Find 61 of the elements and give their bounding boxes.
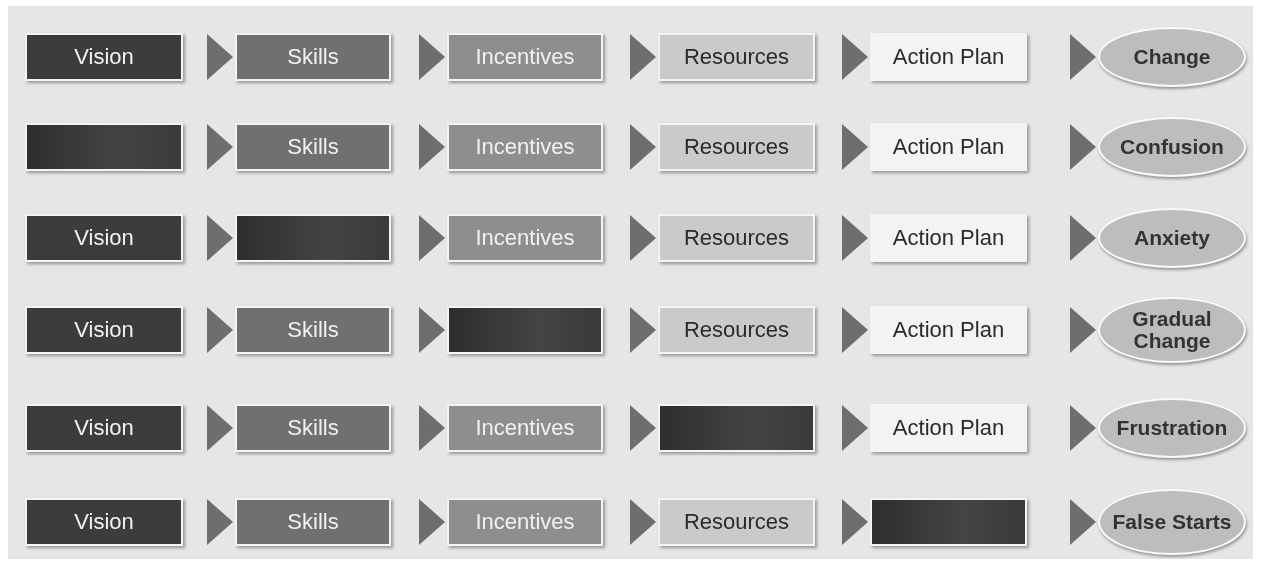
- step-label: Resources: [683, 318, 790, 342]
- step-box: [658, 123, 815, 171]
- missing-step-box: [870, 498, 1027, 546]
- step-label: Vision: [74, 45, 134, 69]
- step-box: [658, 33, 815, 81]
- step-label: Vision: [74, 510, 134, 534]
- step-box: [25, 404, 183, 452]
- step-label: Skills: [287, 135, 339, 159]
- step-label: Skills: [287, 416, 339, 440]
- step-box: [25, 214, 183, 262]
- outcome-label: Change: [1133, 46, 1211, 68]
- missing-step-box: [447, 306, 603, 354]
- step-label: Resources: [683, 45, 790, 69]
- outcome-label: Confusion: [1120, 136, 1224, 158]
- step-box: [235, 498, 391, 546]
- step-label: Skills: [287, 318, 339, 342]
- step-label: Vision: [74, 226, 134, 250]
- step-box: [870, 404, 1027, 452]
- step-label: Action Plan: [892, 135, 1005, 159]
- missing-step-box: [25, 123, 183, 171]
- outcome-label: Gradual Change: [1131, 308, 1213, 352]
- step-label: Action Plan: [892, 45, 1005, 69]
- step-box: [658, 306, 815, 354]
- step-box: [447, 123, 603, 171]
- step-box: [235, 404, 391, 452]
- step-box: [25, 306, 183, 354]
- step-box: [658, 214, 815, 262]
- step-label: Incentives: [475, 45, 575, 69]
- step-label: Incentives: [475, 510, 575, 534]
- step-box: [447, 498, 603, 546]
- step-label: Resources: [683, 510, 790, 534]
- step-label: Resources: [683, 226, 790, 250]
- step-label: Incentives: [475, 135, 575, 159]
- step-label: Skills: [287, 510, 339, 534]
- step-box: [870, 123, 1027, 171]
- step-box: [447, 33, 603, 81]
- step-label: Vision: [74, 318, 134, 342]
- step-box: [235, 33, 391, 81]
- step-label: Resources: [683, 135, 790, 159]
- step-label: Skills: [287, 45, 339, 69]
- step-box: [235, 306, 391, 354]
- step-box: [870, 214, 1027, 262]
- step-label: Vision: [74, 416, 134, 440]
- step-label: Action Plan: [892, 318, 1005, 342]
- step-label: Action Plan: [892, 226, 1005, 250]
- step-box: [235, 123, 391, 171]
- outcome-label: Frustration: [1116, 417, 1228, 439]
- missing-step-box: [235, 214, 391, 262]
- step-box: [25, 33, 183, 81]
- step-box: [447, 404, 603, 452]
- step-label: Incentives: [475, 416, 575, 440]
- step-box: [658, 498, 815, 546]
- missing-step-box: [658, 404, 815, 452]
- step-box: [25, 498, 183, 546]
- step-label: Incentives: [475, 226, 575, 250]
- step-label: Action Plan: [892, 416, 1005, 440]
- outcome-label: Anxiety: [1134, 227, 1210, 249]
- step-box: [447, 214, 603, 262]
- step-box: [870, 306, 1027, 354]
- outcome-label: False Starts: [1112, 511, 1232, 533]
- step-box: [870, 33, 1027, 81]
